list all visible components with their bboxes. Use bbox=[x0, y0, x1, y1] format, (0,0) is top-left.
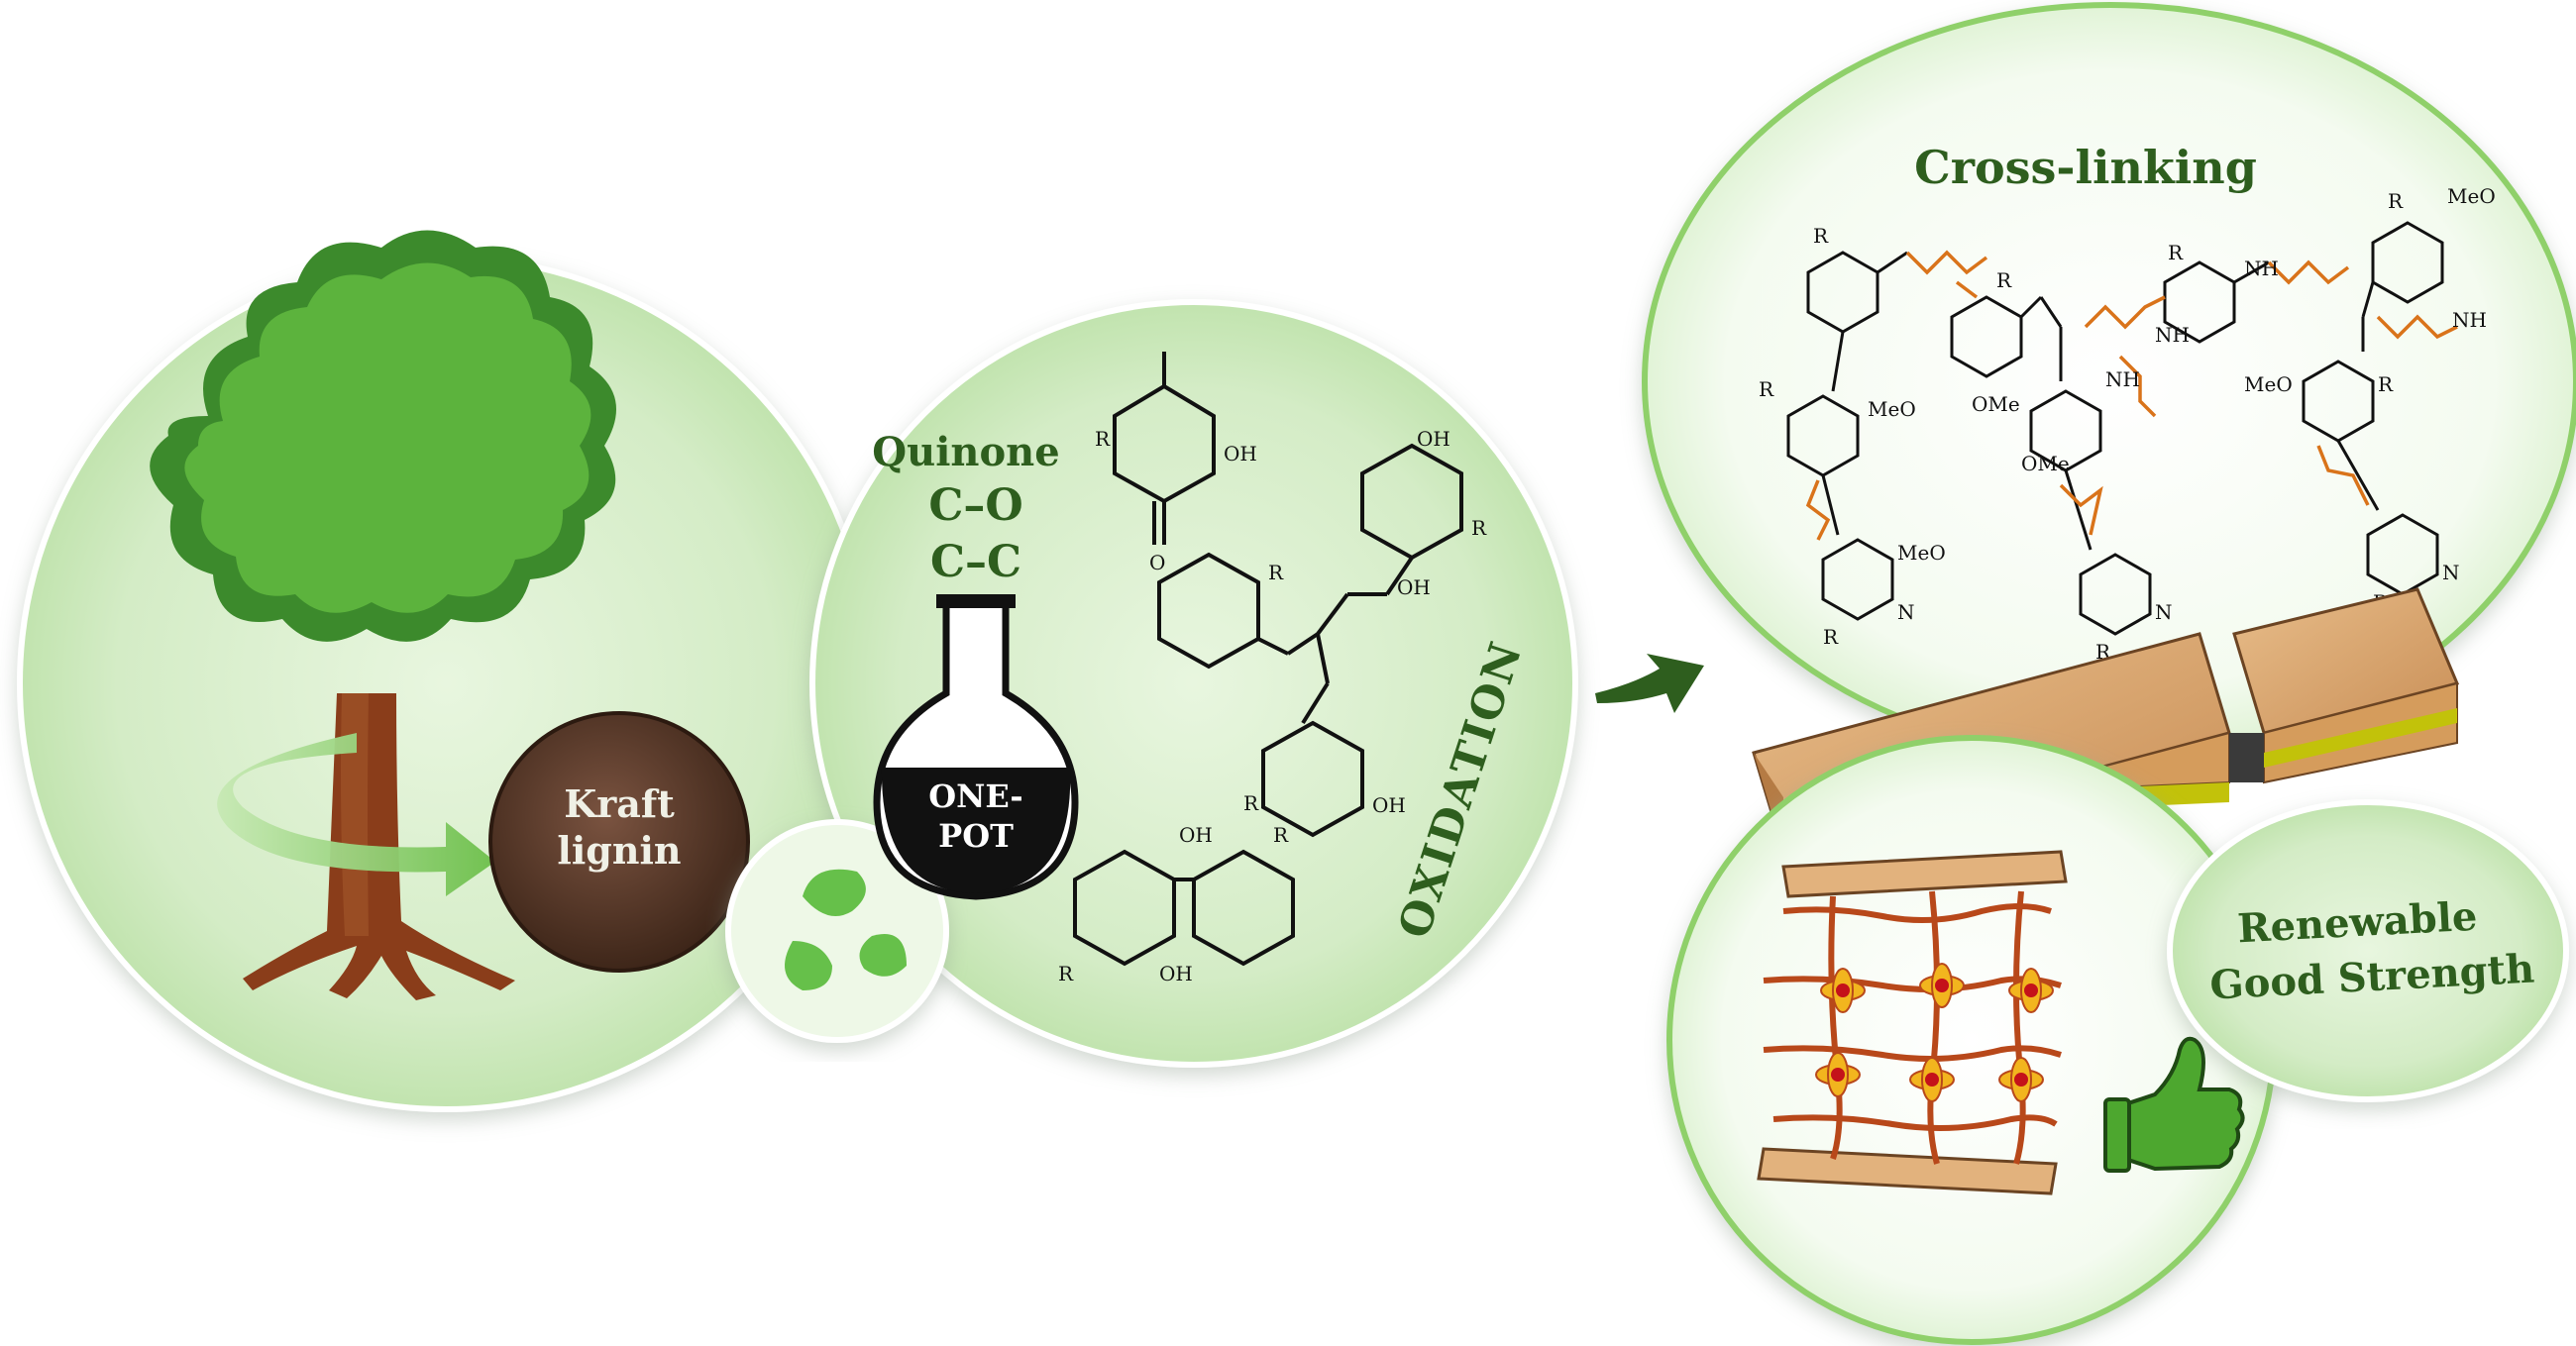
svg-text:NH: NH bbox=[2452, 308, 2487, 332]
svg-text:R: R bbox=[1813, 224, 1829, 248]
svg-text:NH: NH bbox=[2155, 323, 2190, 347]
svg-text:N: N bbox=[2155, 600, 2173, 624]
svg-text:R: R bbox=[1268, 561, 1284, 584]
thumbs-up-icon bbox=[2103, 1036, 2245, 1173]
svg-text:R: R bbox=[2168, 241, 2184, 264]
co-bond-label: C–O bbox=[928, 480, 1022, 531]
svg-text:R: R bbox=[1095, 427, 1111, 451]
svg-text:O: O bbox=[1149, 551, 1165, 574]
svg-text:N: N bbox=[1897, 600, 1915, 624]
crosslinking-label: Cross-linking bbox=[1914, 141, 2257, 194]
svg-text:R: R bbox=[1823, 625, 1839, 649]
lignin-labels: R OH O OH R OH R OH R OH R OH R bbox=[1058, 427, 1487, 985]
svg-text:OH: OH bbox=[1179, 823, 1213, 847]
svg-text:OH: OH bbox=[1397, 575, 1431, 599]
onepot-label-2: POT bbox=[938, 817, 1014, 855]
svg-text:MeO: MeO bbox=[1868, 397, 1916, 421]
svg-text:R: R bbox=[1058, 962, 1074, 985]
svg-text:R: R bbox=[2388, 189, 2404, 213]
svg-text:OH: OH bbox=[1159, 962, 1193, 985]
kraft-label: Kraft bbox=[564, 781, 675, 826]
svg-text:MeO: MeO bbox=[2447, 184, 2496, 208]
cc-bond-label: C–C bbox=[930, 537, 1021, 587]
cycle-arrow-icon bbox=[217, 733, 495, 896]
svg-text:NH: NH bbox=[2244, 257, 2279, 280]
svg-text:R: R bbox=[1243, 791, 1259, 815]
adhesive-network-icon bbox=[1757, 850, 2068, 1195]
svg-text:R: R bbox=[2378, 372, 2394, 396]
onepot-label-1: ONE- bbox=[928, 777, 1022, 815]
recycle-leaves-icon bbox=[725, 819, 949, 1043]
lignin-structure bbox=[1073, 352, 1463, 967]
svg-text:R: R bbox=[1759, 377, 1774, 401]
svg-text:R: R bbox=[1996, 268, 2012, 292]
svg-text:OH: OH bbox=[1372, 793, 1406, 817]
crosslink-labels: R OMe R R NH MeO R NH NH R MeO OMe NH Me… bbox=[1759, 184, 2496, 664]
quinone-label: Quinone bbox=[872, 429, 1059, 475]
flask-icon: ONE- POT bbox=[873, 594, 1079, 900]
kraft-lignin-sample: Kraft lignin bbox=[488, 711, 750, 973]
svg-text:OH: OH bbox=[1224, 442, 1257, 466]
svg-text:OMe: OMe bbox=[1972, 392, 2020, 416]
svg-text:MeO: MeO bbox=[2244, 372, 2293, 396]
properties-circle bbox=[2167, 799, 2569, 1102]
svg-text:MeO: MeO bbox=[1897, 541, 1946, 565]
svg-text:N: N bbox=[2442, 561, 2460, 584]
svg-text:NH: NH bbox=[2105, 367, 2140, 391]
crosslink-linkers bbox=[1805, 250, 2458, 541]
lignin-label: lignin bbox=[557, 828, 681, 873]
svg-text:R: R bbox=[1273, 823, 1289, 847]
svg-text:R: R bbox=[1471, 516, 1487, 540]
svg-text:OH: OH bbox=[1417, 427, 1450, 451]
svg-text:OMe: OMe bbox=[2021, 452, 2070, 475]
process-arrow-icon bbox=[1595, 654, 1704, 713]
